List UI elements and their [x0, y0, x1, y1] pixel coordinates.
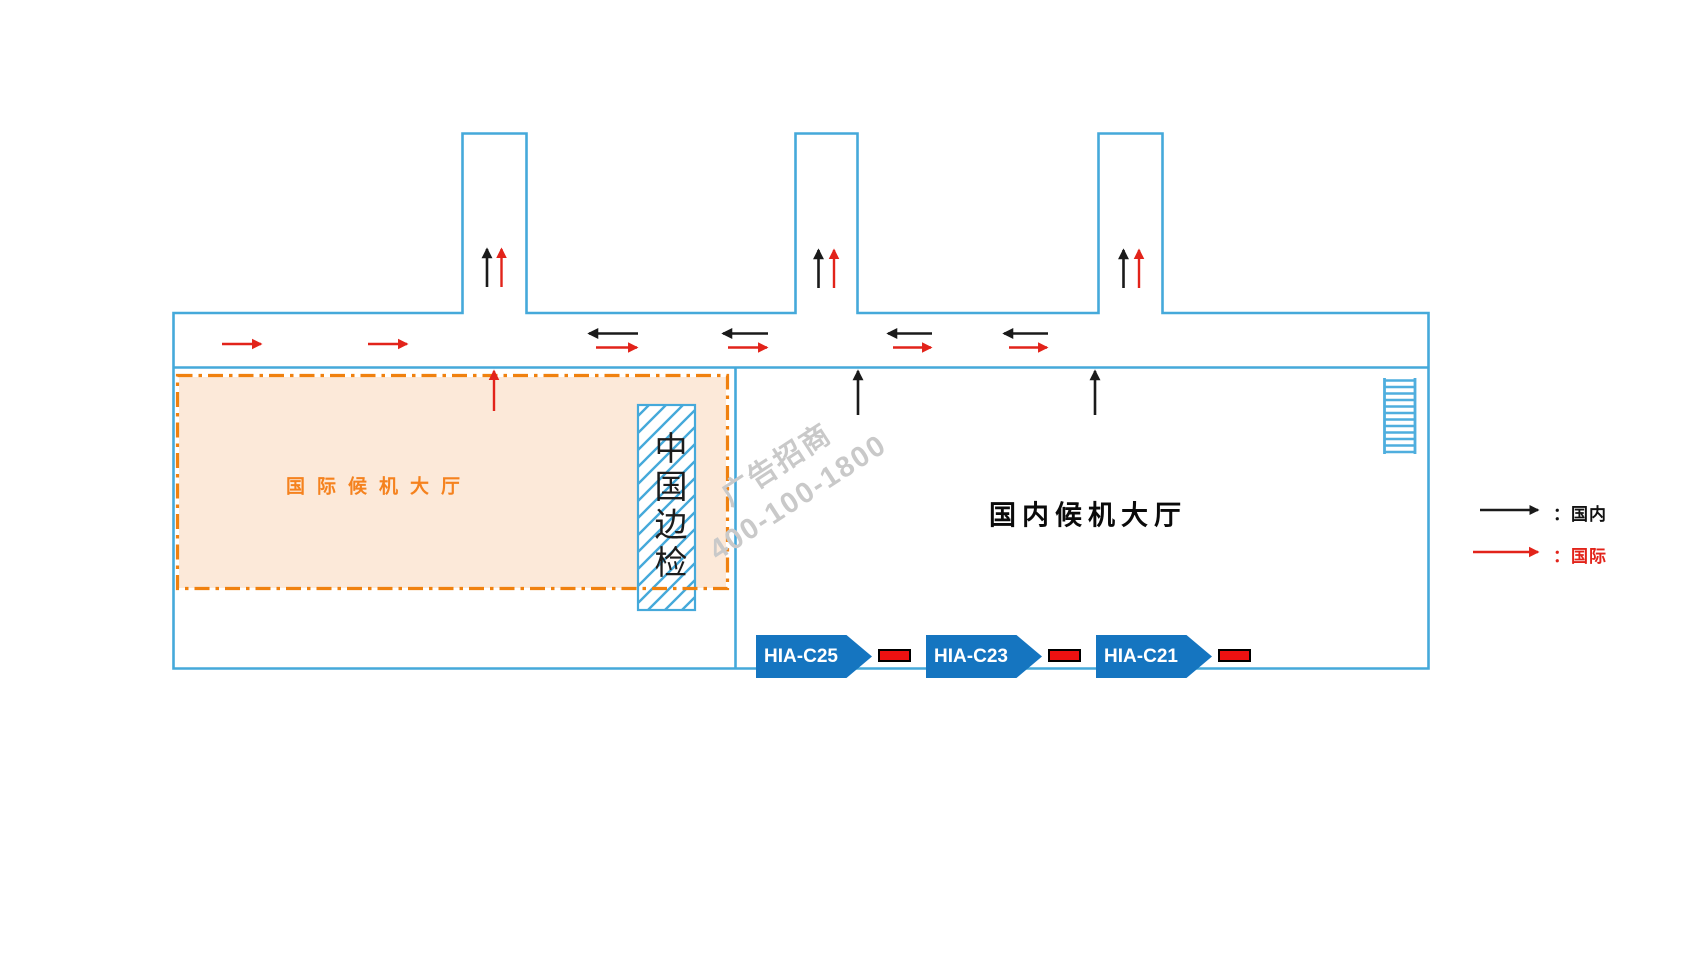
ad-tag — [1048, 649, 1081, 662]
gate-sign-hia-c23: HIA-C23 — [926, 635, 1042, 678]
ad-tag — [1218, 649, 1251, 662]
international-hall-border — [175, 373, 730, 591]
gate-sign-hia-c25: HIA-C25 — [756, 635, 872, 678]
ad-tag — [878, 649, 911, 662]
domestic-hall-label: 国内候机大厅 — [989, 500, 1187, 531]
stairs-icon — [1383, 378, 1417, 454]
domestic-flow-arrows — [481, 247, 1129, 415]
terminal-outline — [172, 132, 1430, 670]
legend-domestic-label: ：国内 — [1553, 505, 1607, 524]
international-hall-label: 国际候机大厅 — [285, 476, 473, 498]
border-inspection-label: 中国边检 — [649, 431, 685, 583]
border-inspection-box-hatch — [636, 403, 697, 612]
border-inspection-box — [636, 403, 697, 612]
legend-international-label: ：国际 — [1553, 547, 1607, 566]
international-hall-area — [179, 377, 726, 588]
legend-arrows — [1473, 504, 1540, 558]
international-flow-arrows — [222, 247, 1145, 411]
gate-sign-hia-c21: HIA-C21 — [1096, 635, 1212, 678]
terminal-walls — [172, 132, 1430, 670]
